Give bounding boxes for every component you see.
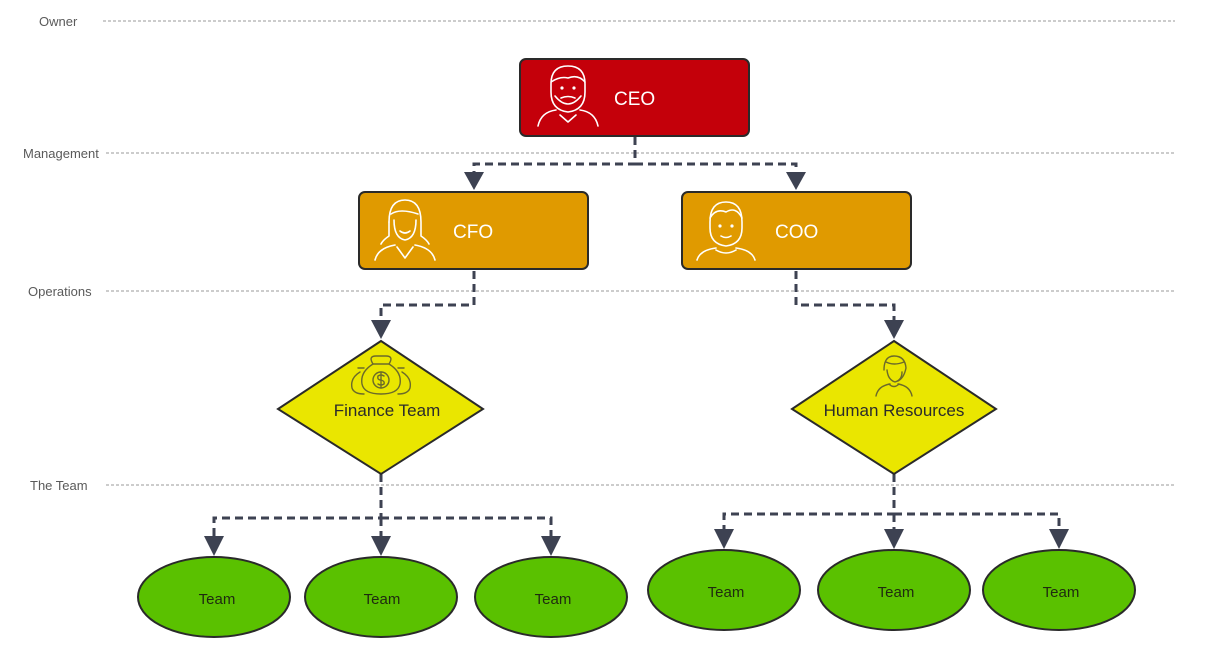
finance-teams: Team Team Team	[137, 556, 628, 638]
node-ceo[interactable]: CEO	[519, 58, 750, 137]
team-label: Team	[199, 591, 236, 608]
node-hr-label: Human Resources	[824, 401, 965, 420]
arrowhead-hr	[884, 320, 904, 339]
node-coo[interactable]: COO	[681, 191, 912, 270]
edge-hr-team-1	[722, 474, 896, 531]
lane-label-operations: Operations	[28, 284, 92, 299]
team-label: Team	[878, 584, 915, 601]
bearded-man-icon	[537, 65, 599, 127]
money-bags-icon	[350, 355, 412, 395]
node-coo-box[interactable]	[681, 191, 912, 270]
arrowhead-finance	[371, 320, 391, 339]
woman-icon	[374, 199, 436, 261]
team-ellipse[interactable]	[474, 556, 628, 638]
team-ellipse[interactable]	[647, 549, 801, 631]
node-finance-team[interactable]: Finance Team	[276, 339, 485, 476]
team-node[interactable]: Team	[982, 549, 1136, 631]
node-human-resources[interactable]: Human Resources	[790, 339, 998, 476]
edge-finance-team-1	[212, 474, 383, 538]
lane-label-team: The Team	[30, 478, 88, 493]
node-ceo-box[interactable]	[519, 58, 750, 137]
team-node[interactable]: Team	[137, 556, 291, 638]
node-coo-label: COO	[775, 222, 818, 243]
edge-hr-team-3	[894, 512, 1061, 531]
edge-coo-hr	[794, 271, 896, 322]
team-node[interactable]: Team	[817, 549, 971, 631]
team-ellipse[interactable]	[982, 549, 1136, 631]
node-cfo[interactable]: CFO	[358, 191, 589, 270]
connectors	[204, 137, 1069, 556]
edge-ceo-cfo	[472, 137, 637, 174]
man-icon	[696, 201, 756, 261]
edge-ceo-coo	[635, 162, 798, 174]
team-ellipse[interactable]	[137, 556, 291, 638]
node-cfo-box[interactable]	[358, 191, 589, 270]
node-hr-diamond[interactable]	[790, 339, 998, 476]
team-label: Team	[1043, 584, 1080, 601]
edge-finance-team-3	[381, 516, 553, 538]
arrowhead-cfo	[464, 172, 484, 190]
arrowhead-hr-team-3	[1049, 529, 1069, 549]
team-label: Team	[364, 591, 401, 608]
node-ceo-label: CEO	[614, 89, 655, 110]
node-finance-diamond[interactable]	[276, 339, 485, 476]
team-node[interactable]: Team	[647, 549, 801, 631]
team-ellipse[interactable]	[304, 556, 458, 638]
hr-teams: Team Team Team	[647, 549, 1136, 631]
team-node[interactable]: Team	[474, 556, 628, 638]
team-node[interactable]: Team	[304, 556, 458, 638]
node-finance-label: Finance Team	[334, 401, 440, 420]
arrowhead-coo	[786, 172, 806, 190]
team-label: Team	[708, 584, 745, 601]
team-label: Team	[535, 591, 572, 608]
team-ellipse[interactable]	[817, 549, 971, 631]
edge-cfo-finance	[379, 271, 476, 322]
lane-label-management: Management	[23, 146, 99, 161]
arrowhead-hr-team-1	[714, 529, 734, 549]
arrowhead-finance-team-2	[371, 536, 391, 556]
lane-label-owner: Owner	[39, 14, 78, 29]
swimlanes: Owner Management Operations The Team	[23, 14, 1175, 493]
arrowhead-finance-team-3	[541, 536, 561, 556]
arrowhead-finance-team-1	[204, 536, 224, 556]
person-icon	[875, 355, 913, 397]
arrowhead-hr-team-2	[884, 529, 904, 549]
node-cfo-label: CFO	[453, 222, 493, 243]
